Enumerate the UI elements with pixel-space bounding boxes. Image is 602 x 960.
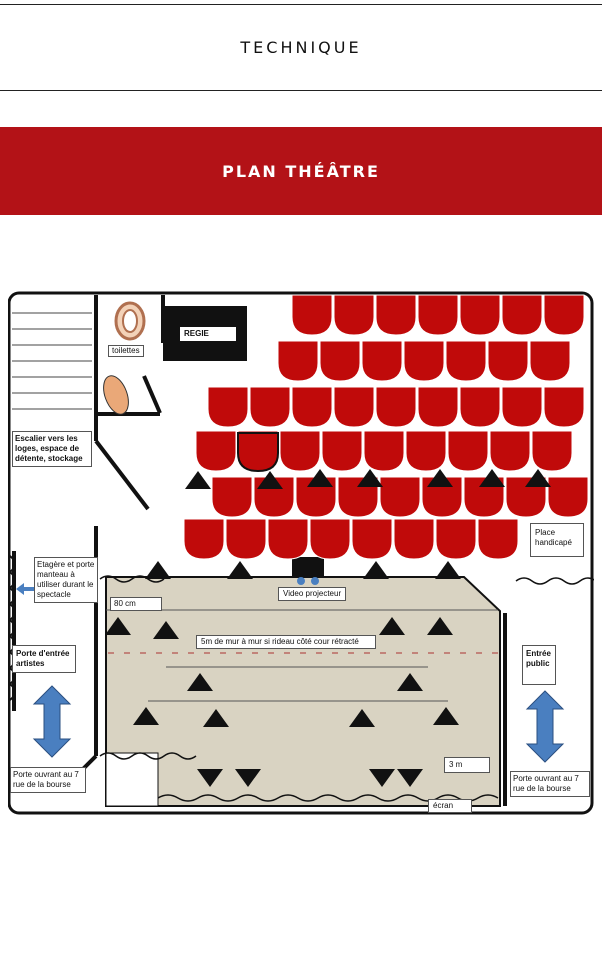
seat [291,386,333,428]
seat [477,518,519,560]
seat [543,386,585,428]
seat [237,430,279,472]
seat [183,518,225,560]
seat [435,518,477,560]
porte-gauche-label: Porte ouvrant au 7 rue de la bourse [10,767,86,793]
spotlight-icon [203,709,229,727]
nav-technique-label: TECHNIQUE [240,38,362,57]
seat [333,294,375,336]
spotlight-icon [133,707,159,725]
regie-label: REGIE [184,329,209,338]
spotlight-icon [257,471,283,489]
plan-banner: PLAN THÉÂTRE [0,127,602,215]
seat [417,386,459,428]
seat [543,294,585,336]
seat [249,386,291,428]
seat [319,340,361,382]
seat [309,518,351,560]
seat [361,340,403,382]
seat [531,430,573,472]
staircase [12,312,92,410]
projector-icon [292,557,324,577]
ecran-label: écran [428,799,472,813]
spotlight-icon [433,707,459,725]
double-arrow-left-icon [32,685,72,758]
entree-public-label: Entrée public [522,645,556,685]
spotlight-icon [197,769,223,787]
seat [417,294,459,336]
video-projecteur-label: Video projecteur [278,587,347,601]
double-arrow-right-icon [525,690,565,763]
seat [405,430,447,472]
seat [279,430,321,472]
seat [447,430,489,472]
plan-drawing [8,291,594,815]
seat [211,476,253,518]
seat [501,294,543,336]
seat [363,430,405,472]
spotlight-icon [153,621,179,639]
seat [375,386,417,428]
arrow-left-icon [16,583,34,595]
seat-outline [237,432,279,473]
spotlight-icon [357,469,383,487]
stage [105,576,501,807]
seat [195,430,237,472]
spotlight-icon [397,769,423,787]
seat [207,386,249,428]
seat [459,294,501,336]
seating [183,294,589,560]
seat [277,340,319,382]
spotlight-icon [227,561,253,579]
spotlight-icon [427,469,453,487]
seat [393,518,435,560]
spotlight-icon [185,471,211,489]
spotlight-icon [349,709,375,727]
seat [529,340,571,382]
distance-80-label: 80 cm [110,597,162,611]
spotlight-icon [379,617,405,635]
banner-title: PLAN THÉÂTRE [222,161,380,181]
escalier-label: Escalier vers les loges, espace de déten… [12,431,92,467]
distance-3m-label: 3 m [444,757,490,773]
spotlight-icon [479,469,505,487]
nav-technique[interactable]: TECHNIQUE [0,4,602,91]
seat [267,518,309,560]
seat [351,518,393,560]
spotlight-icon [235,769,261,787]
spotlight-icon [525,469,551,487]
seat [333,386,375,428]
spotlights [105,469,551,787]
toilettes-label: toilettes [108,345,144,357]
seat [489,430,531,472]
seat [225,518,267,560]
sink-icon [103,375,129,415]
entree-artistes-label: Porte d'entrée artistes [12,645,76,673]
seat [403,340,445,382]
porte-droite-label: Porte ouvrant au 7 rue de la bourse [510,771,590,797]
seat [379,476,421,518]
etagere-label: Etagère et porte manteau à utiliser dura… [34,557,98,603]
seat [375,294,417,336]
spotlight-icon [187,673,213,691]
spotlight-icon [427,617,453,635]
spotlight-icon [435,561,461,579]
spotlight-icon [363,561,389,579]
wall-curls [8,555,16,701]
seat [321,430,363,472]
seat [291,294,333,336]
spotlight-icon [307,469,333,487]
spotlight-icon [105,617,131,635]
spotlight-icon [397,673,423,691]
spotlight-icon [369,769,395,787]
seat [501,386,543,428]
seat [487,340,529,382]
scene-width-label: 5m de mur à mur si rideau côté cour rétr… [196,635,376,649]
handicape-label: Place handicapé [530,523,584,557]
theatre-plan: toilettes REGIE Escalier vers les loges,… [8,291,594,815]
seat [445,340,487,382]
seat [459,386,501,428]
spotlight-icon [145,561,171,579]
seat [547,476,589,518]
